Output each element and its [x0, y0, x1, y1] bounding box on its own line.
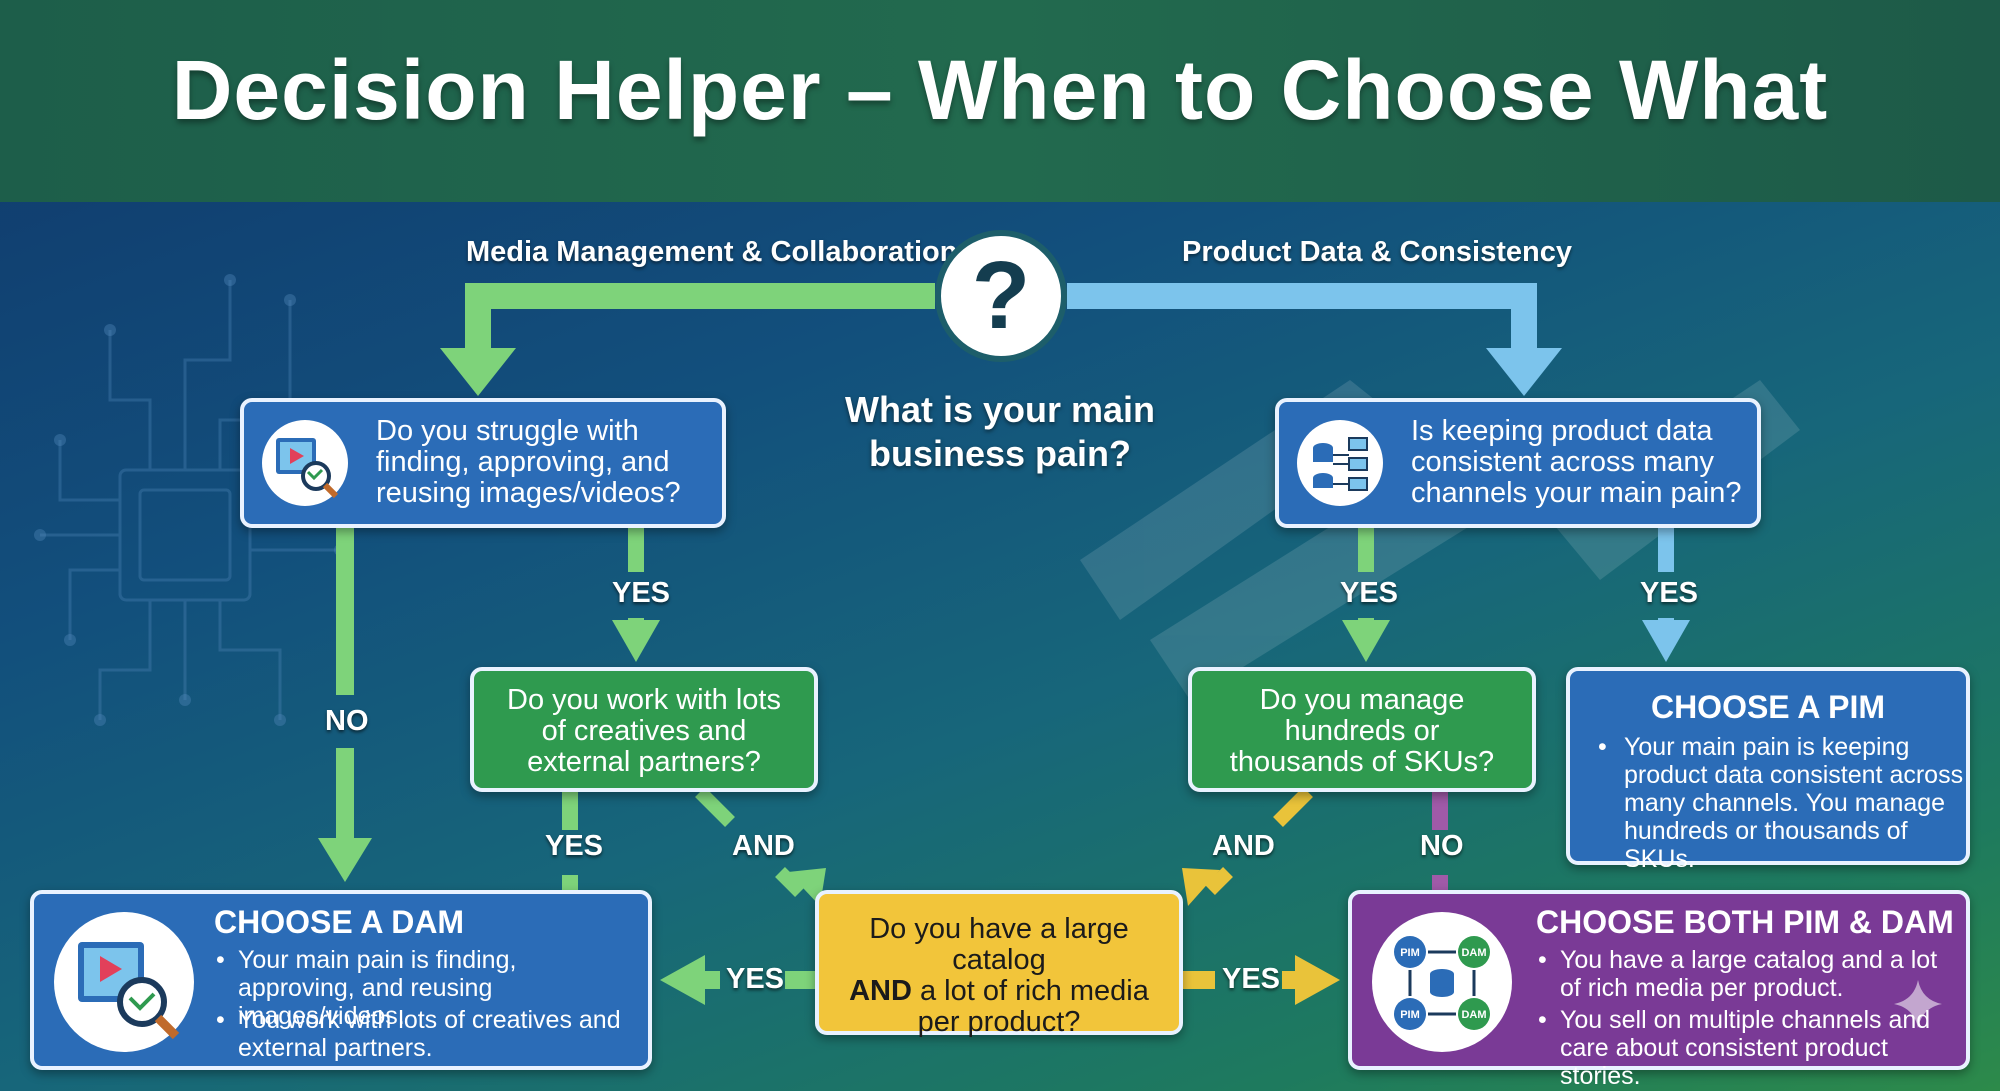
- question-box-catalog-media: Do you have a large catalog AND a lot of…: [815, 890, 1183, 1038]
- header-band: [0, 0, 2000, 202]
- outcome-box-both: PIM DAM PIM DAM CHOOSE BOTH PIM & DAM • …: [1348, 890, 1970, 1090]
- media-search-icon: [262, 420, 348, 506]
- question-box-skus: Do you manage hundreds or thousands of S…: [1188, 667, 1536, 792]
- outcome-title-both: CHOOSE BOTH PIM & DAM: [1536, 904, 1954, 940]
- outcome-box-pim: CHOOSE A PIM • Your main pain is keeping…: [1566, 667, 1970, 873]
- branch-label-media: Media Management & Collaboration: [466, 236, 958, 268]
- question-box-product-data: Is keeping product data consistent acros…: [1275, 398, 1761, 528]
- question-text-catalog-media: Do you have a large catalog AND a lot of…: [829, 914, 1169, 1038]
- bullet-dot: •: [216, 1006, 225, 1034]
- central-question: What is your main business pain?: [844, 389, 1156, 474]
- pim-label: PIM: [1400, 947, 1420, 959]
- question-line-1: Do you have a large catalog: [869, 913, 1129, 976]
- question-text-creatives: Do you work with lots of creatives and e…: [507, 684, 781, 778]
- question-text-media: Do you struggle with finding, approving,…: [376, 415, 681, 509]
- question-line-2: AND a lot of rich media: [829, 976, 1169, 1007]
- bullet-dot: •: [216, 946, 225, 974]
- question-line-2-rest: a lot of rich media: [911, 975, 1149, 1007]
- outcome-bullet-pim-1: Your main pain is keeping product data c…: [1624, 733, 1964, 873]
- database-sync-icon: [1297, 420, 1383, 506]
- flow-label-q4-no: NO: [1420, 830, 1464, 862]
- question-box-media: Do you struggle with finding, approving,…: [240, 398, 726, 528]
- flow-label-q2-yes: YES: [545, 830, 604, 862]
- flow-label-q2-and: AND: [732, 830, 795, 862]
- outcome-bullet-dam-1: Your main pain is finding, approving, an…: [238, 946, 517, 1030]
- flow-label-q1-yes: YES: [612, 577, 671, 609]
- page-title: Decision Helper – When to Choose What: [171, 43, 1829, 137]
- outcome-bullet-both-1: You have a large catalog and a lot of ri…: [1560, 946, 1938, 1002]
- question-line-3: per product?: [917, 1006, 1081, 1038]
- outcome-bullet-both-2: You sell on multiple channels and care a…: [1560, 1006, 1931, 1090]
- flow-label-q5-yes-right: YES: [1222, 963, 1281, 995]
- question-box-creatives: Do you work with lots of creatives and e…: [470, 667, 818, 792]
- outcome-box-dam: CHOOSE A DAM • Your main pain is finding…: [30, 890, 652, 1070]
- branch-label-product-data: Product Data & Consistency: [1182, 236, 1572, 268]
- bullet-dot: •: [1538, 1006, 1547, 1034]
- question-and-emphasis: AND: [849, 975, 912, 1007]
- bullet-dot: •: [1598, 733, 1607, 761]
- flow-label-q1-no: NO: [325, 705, 369, 737]
- flow-label-q3-yes-left: YES: [1340, 577, 1399, 609]
- media-search-icon: [54, 912, 194, 1052]
- outcome-bullet-dam-2: You work with lots of creatives and exte…: [238, 1006, 621, 1062]
- pim-label: PIM: [1400, 1009, 1420, 1021]
- flow-label-q4-and: AND: [1212, 830, 1275, 862]
- flow-label-q3-yes-right: YES: [1640, 577, 1699, 609]
- bullet-dot: •: [1538, 946, 1547, 974]
- question-text-skus: Do you manage hundreds or thousands of S…: [1229, 684, 1495, 778]
- flow-label-q5-yes-left: YES: [726, 963, 785, 995]
- question-text-product-data: Is keeping product data consistent acros…: [1411, 415, 1742, 509]
- question-mark-icon: ?: [935, 230, 1067, 362]
- dam-label: DAM: [1461, 947, 1486, 959]
- dam-label: DAM: [1461, 1009, 1486, 1021]
- pim-dam-cycle-icon: PIM DAM PIM DAM: [1372, 912, 1512, 1052]
- outcome-title-dam: CHOOSE A DAM: [214, 904, 465, 940]
- outcome-title-pim: CHOOSE A PIM: [1650, 689, 1886, 725]
